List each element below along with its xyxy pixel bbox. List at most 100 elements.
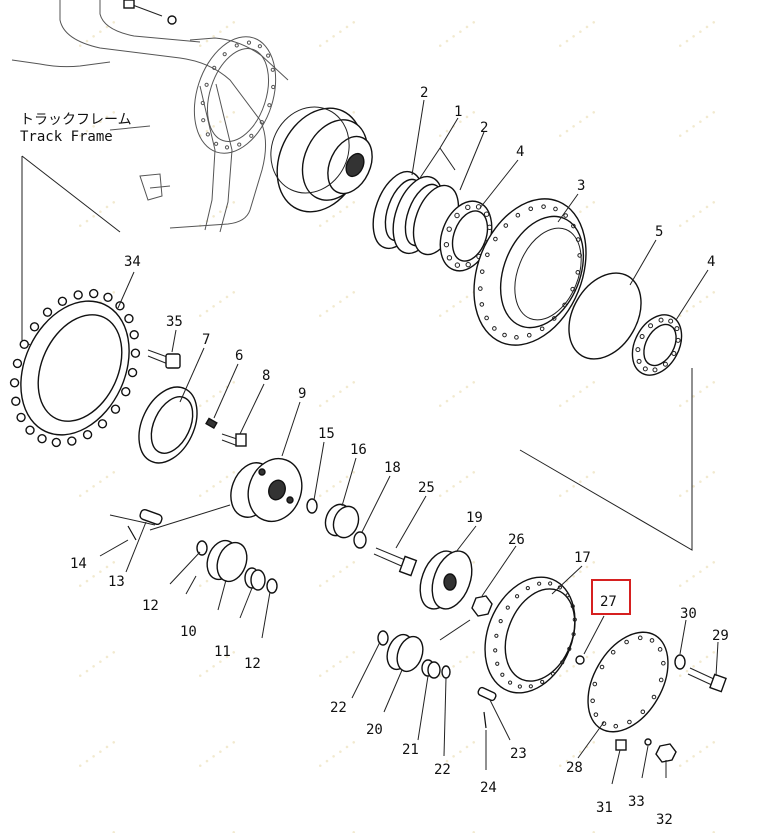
callout-17: 17 xyxy=(574,550,591,566)
part-cover-28 xyxy=(587,631,669,733)
part-washer-12a xyxy=(196,540,208,556)
svg-text:• • • • • •: • • • • • • xyxy=(196,378,240,413)
svg-text:• • • • • •: • • • • • • xyxy=(676,558,720,593)
part-needle-bearing-11 xyxy=(244,567,266,591)
callout-11: 11 xyxy=(214,644,231,660)
part-spacer-ring xyxy=(138,386,198,464)
svg-text:• • • • • •: • • • • • • xyxy=(316,738,360,773)
track-frame-label-en: Track Frame xyxy=(20,129,113,145)
callout-16: 16 xyxy=(350,442,367,458)
callout-23: 23 xyxy=(510,746,527,762)
svg-text:• • • • • •: • • • • • • xyxy=(676,378,720,413)
callout-21: 21 xyxy=(402,742,419,758)
part-bearing-lower xyxy=(631,314,683,376)
part-washer-22b xyxy=(441,665,451,679)
part-sprocket xyxy=(9,288,141,448)
svg-text:• • • • • •: • • • • • • xyxy=(676,468,720,503)
part-o-ring xyxy=(568,272,642,360)
callout-12-right: 12 xyxy=(244,656,261,672)
svg-text:• • • • • •: • • • • • • xyxy=(196,198,240,233)
callout-10: 10 xyxy=(180,624,197,640)
callout-25: 25 xyxy=(418,480,435,496)
part-needle-bearing-21 xyxy=(421,659,441,679)
part-washer-30 xyxy=(674,654,686,670)
part-planet-gear-10 xyxy=(206,539,248,583)
part-ring-18 xyxy=(353,531,367,549)
callout-28: 28 xyxy=(566,760,583,776)
part-planet-gear-20 xyxy=(386,633,424,673)
callout-13: 13 xyxy=(108,574,125,590)
part-ring-33 xyxy=(644,738,652,746)
track-frame-label-jp: トラックフレーム xyxy=(20,112,132,128)
svg-text:• • • • • •: • • • • • • xyxy=(676,828,720,833)
svg-text:• • • • • •: • • • • • • xyxy=(676,198,720,233)
callout-27: 27 xyxy=(600,594,617,610)
part-ring-gear-17 xyxy=(484,576,577,694)
svg-text:• • • • • •: • • • • • • xyxy=(316,558,360,593)
callout-2-upper: 2 xyxy=(420,85,428,101)
callout-30: 30 xyxy=(680,606,697,622)
callout-12-left: 12 xyxy=(142,598,159,614)
svg-text:• • • • • •: • • • • • • xyxy=(316,828,360,833)
part-plug-31 xyxy=(615,739,627,751)
callout-3: 3 xyxy=(577,178,585,194)
callout-24: 24 xyxy=(480,780,497,796)
svg-text:• • • • • •: • • • • • • xyxy=(676,738,720,773)
svg-text:• • • • • •: • • • • • • xyxy=(436,468,480,503)
svg-text:• • • • • •: • • • • • • xyxy=(76,468,120,503)
svg-text:• • • • • •: • • • • • • xyxy=(316,648,360,683)
callout-19: 19 xyxy=(466,510,483,526)
callout-9: 9 xyxy=(298,386,306,402)
svg-text:• • • • • •: • • • • • • xyxy=(676,288,720,323)
callout-26: 26 xyxy=(508,532,525,548)
part-bolt-29 xyxy=(687,667,727,693)
svg-text:• • • • • •: • • • • • • xyxy=(196,18,240,53)
callout-32: 32 xyxy=(656,812,673,828)
callout-4-lower: 4 xyxy=(707,254,715,270)
svg-text:• • • • • •: • • • • • • xyxy=(556,468,600,503)
part-bolt-35 xyxy=(147,349,181,369)
part-small-ring-27 xyxy=(575,655,585,665)
svg-text:• • • • • •: • • • • • • xyxy=(436,648,480,683)
part-pin-24 xyxy=(483,711,487,729)
svg-text:• • • • • •: • • • • • • xyxy=(76,738,120,773)
callout-18: 18 xyxy=(384,460,401,476)
callout-5: 5 xyxy=(655,224,663,240)
callout-6: 6 xyxy=(235,348,243,364)
part-nut-26 xyxy=(471,595,493,617)
callout-2-lower: 2 xyxy=(480,120,488,136)
svg-text:• • • • • •: • • • • • • xyxy=(676,108,720,143)
part-washer-12b xyxy=(266,578,278,594)
callout-33: 33 xyxy=(628,794,645,810)
part-needle-bearing-16 xyxy=(324,503,360,539)
callout-20: 20 xyxy=(366,722,383,738)
svg-text:• • • • • •: • • • • • • xyxy=(316,288,360,323)
part-pin-23 xyxy=(477,686,497,702)
part-washer-15 xyxy=(306,498,318,514)
part-plug-32 xyxy=(655,743,677,763)
track-frame-drawing xyxy=(11,0,289,233)
callout-labels: 2 1 2 4 3 5 4 34 35 7 6 8 9 15 16 18 25 … xyxy=(70,85,729,828)
callout-7: 7 xyxy=(202,332,210,348)
callout-22-right: 22 xyxy=(434,762,451,778)
part-washer-22a xyxy=(377,630,389,646)
callout-4-upper: 4 xyxy=(516,144,524,160)
svg-text:• • • • • •: • • • • • • xyxy=(76,648,120,683)
part-bearing-upper xyxy=(439,200,493,272)
callout-8: 8 xyxy=(262,368,270,384)
svg-text:• • • • • •: • • • • • • xyxy=(316,378,360,413)
part-bolt-25 xyxy=(373,547,418,577)
part-planet-carrier-9 xyxy=(230,457,303,523)
part-pin-14 xyxy=(127,525,137,541)
svg-text:• • • • • •: • • • • • • xyxy=(76,828,120,833)
travel-motor xyxy=(270,106,373,213)
callout-14: 14 xyxy=(70,556,87,572)
svg-text:• • • • • •: • • • • • • xyxy=(556,378,600,413)
track-frame-label: トラックフレーム Track Frame xyxy=(20,112,132,145)
svg-text:• • • • • •: • • • • • • xyxy=(556,108,600,143)
svg-text:• • • • • •: • • • • • • xyxy=(436,378,480,413)
svg-text:• • • • • •: • • • • • • xyxy=(316,468,360,503)
callout-29: 29 xyxy=(712,628,729,644)
svg-text:• • • • • •: • • • • • • xyxy=(316,18,360,53)
